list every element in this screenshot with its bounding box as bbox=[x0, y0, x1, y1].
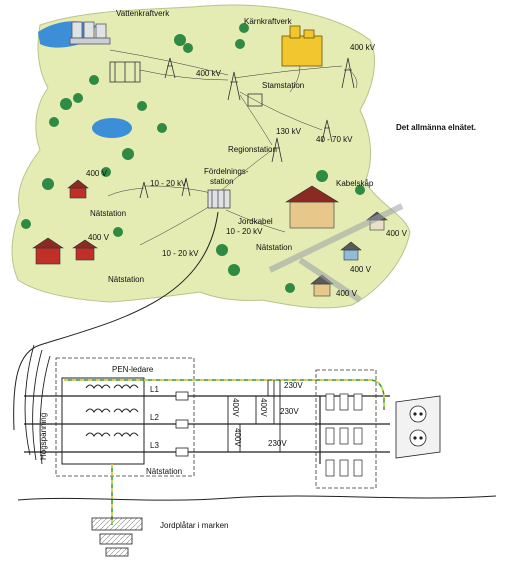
label-l2: L2 bbox=[150, 413, 159, 422]
label-10-20kv-c: 10 - 20 kV bbox=[226, 227, 263, 236]
label-400kv-top: 400 kV bbox=[350, 43, 376, 52]
label-natstation-left: Nätstation bbox=[90, 209, 126, 218]
houses bbox=[32, 179, 388, 297]
label-400v-r2: 400 V bbox=[350, 265, 372, 274]
outlet-icon bbox=[395, 395, 441, 459]
label-400v-a: 400V bbox=[231, 398, 240, 417]
pylons bbox=[139, 57, 355, 199]
substation-stam bbox=[109, 61, 263, 107]
transformer-coils bbox=[85, 384, 139, 437]
label-l3: L3 bbox=[150, 441, 159, 450]
schematic: PEN-ledare Högspänning L1 L2 L3 230V 230… bbox=[17, 344, 497, 557]
label-40-70kv: 40 - 70 kV bbox=[316, 135, 353, 144]
nuclear-plant bbox=[281, 25, 323, 67]
fordelningsstation bbox=[207, 189, 231, 209]
label-regionstation: Regionstation bbox=[228, 145, 277, 154]
label-pen-ledare: PEN-ledare bbox=[112, 365, 154, 374]
voltage-arrows bbox=[227, 380, 281, 452]
fuses bbox=[175, 391, 189, 457]
label-130kv: 130 kV bbox=[276, 127, 302, 136]
connecting-cable bbox=[13, 211, 219, 431]
label-10-20kv-a: 10 - 20 kV bbox=[150, 179, 187, 188]
schematic-labels: PEN-ledare Högspänning L1 L2 L3 230V 230… bbox=[39, 365, 303, 530]
label-10-20kv-b: 10 - 20 kV bbox=[162, 249, 199, 258]
label-fordelningsstation-2: station bbox=[210, 177, 234, 186]
pen-conductor bbox=[64, 379, 385, 525]
label-kabelskap: Kabelskåp bbox=[336, 179, 374, 188]
label-400v-r3: 400 V bbox=[336, 289, 358, 298]
label-l1: L1 bbox=[150, 385, 159, 394]
grid-map: Vattenkraftverk Kärnkraftverk 400 kV 400… bbox=[11, 4, 411, 309]
distribution-board bbox=[315, 369, 377, 489]
map-labels: Vattenkraftverk Kärnkraftverk 400 kV 400… bbox=[86, 9, 408, 298]
label-400v-r1: 400 V bbox=[386, 229, 408, 238]
breakers bbox=[325, 393, 363, 477]
label-230v-top: 230V bbox=[284, 381, 303, 390]
label-vattenkraftverk: Vattenkraftverk bbox=[116, 9, 170, 18]
label-400v-c: 400V bbox=[233, 428, 242, 447]
label-jordplatar: Jordplåtar i marken bbox=[160, 521, 228, 530]
roads bbox=[268, 203, 404, 303]
ground-surface bbox=[17, 495, 497, 501]
label-jordkabel: Jordkabel bbox=[238, 217, 273, 226]
label-natstation-bottom: Nätstation bbox=[108, 275, 144, 284]
caption: Det allmänna elnätet. bbox=[396, 123, 476, 132]
label-fordelningsstation-1: Fördelnings- bbox=[204, 167, 249, 176]
landscape bbox=[11, 4, 411, 309]
label-230v-bot: 230V bbox=[268, 439, 287, 448]
label-hogspanning: Högspänning bbox=[39, 413, 48, 460]
lake bbox=[92, 118, 132, 138]
phase-conductors bbox=[24, 395, 390, 464]
transformer bbox=[61, 377, 145, 465]
label-400v-farm: 400 V bbox=[88, 233, 110, 242]
label-400v-left: 400 V bbox=[86, 169, 108, 178]
hv-input-lines bbox=[24, 344, 51, 465]
dam bbox=[69, 21, 111, 45]
earth-plates bbox=[91, 517, 143, 557]
label-karnkraftverk: Kärnkraftverk bbox=[244, 17, 293, 26]
label-400kv-mid: 400 kV bbox=[196, 69, 222, 78]
label-stamstation: Stamstation bbox=[262, 81, 304, 90]
label-230v-mid: 230V bbox=[280, 407, 299, 416]
label-400v-b: 400V bbox=[259, 398, 268, 417]
trees bbox=[21, 23, 365, 293]
label-natstation: Nätstation bbox=[146, 467, 182, 476]
natstation-box bbox=[55, 357, 195, 477]
label-natstation-center: Nätstation bbox=[256, 243, 292, 252]
